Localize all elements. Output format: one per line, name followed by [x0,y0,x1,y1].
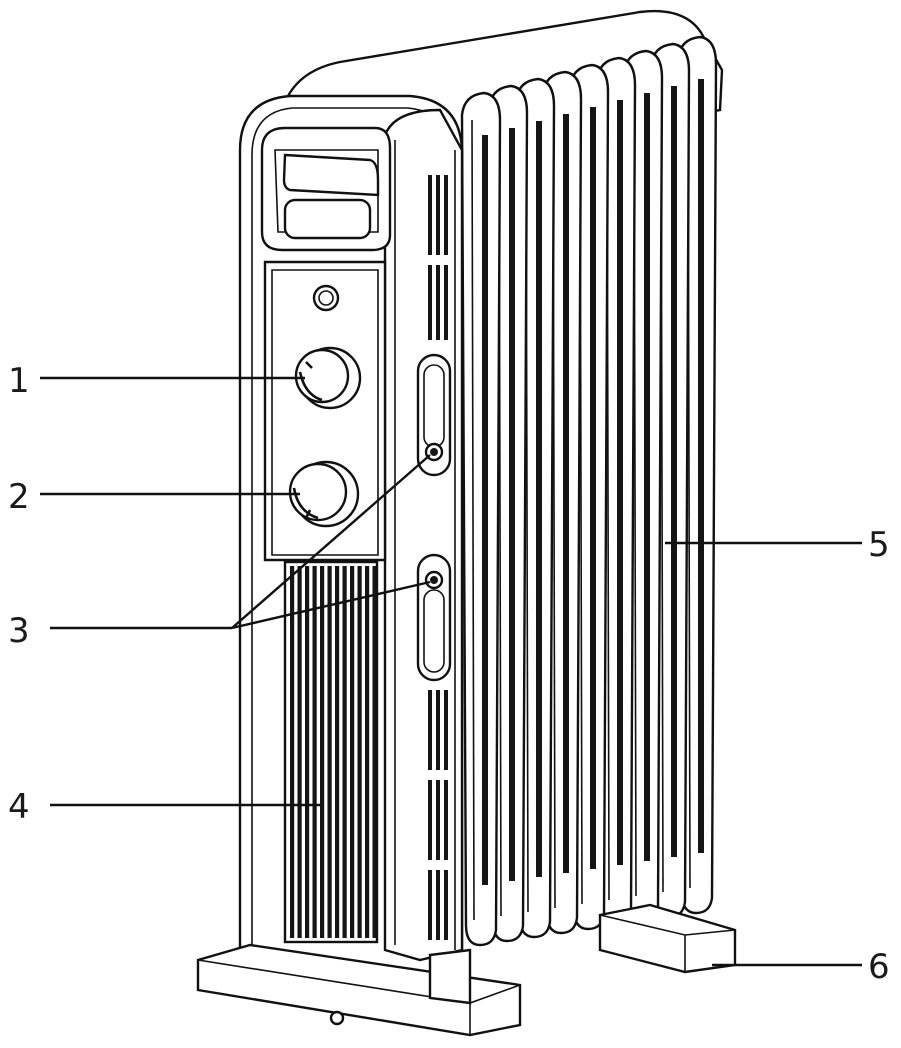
radiator-fins [284,10,724,947]
callout-4: 4 [8,787,30,827]
leader-3c [231,580,431,630]
callout-5: 5 [868,525,890,565]
leader-lines [40,376,862,967]
vent-slot [428,175,432,255]
vent-slot [428,780,432,860]
vent-slot [436,870,440,940]
callout-2: 2 [8,477,30,517]
grille-bar [357,566,362,938]
carry-handle [260,126,392,252]
grille-bar [297,566,302,938]
feet [196,903,737,1037]
side-vents [428,175,448,940]
grille-bar [365,566,370,938]
control-panel [263,260,387,562]
callouts: 1 2 3 4 5 6 [8,361,890,987]
radiator-fin [460,91,502,947]
grille-bar [320,566,325,938]
air-grille [283,560,379,944]
vent-slot [444,690,448,770]
vent-slot [428,265,432,340]
vent-slot [428,690,432,770]
grille-bar [327,566,332,938]
vent-slot [444,780,448,860]
vent-slot [436,265,440,340]
thermostat-knob [294,346,362,410]
grille-bar [335,566,340,938]
grille-bar [342,566,347,938]
vent-slot [444,870,448,940]
callout-3: 3 [8,611,30,651]
power-knob [288,460,360,528]
vent-slot [436,780,440,860]
callout-1: 1 [8,361,30,401]
vent-slot [444,175,448,255]
vent-slot [444,265,448,340]
grille-bar [290,566,295,938]
vent-slot [436,175,440,255]
leader-3b [231,454,431,629]
vent-slot [428,870,432,940]
indicator-light [312,284,340,312]
grille-bar [350,566,355,938]
callout-6: 6 [868,947,890,987]
vent-slot [436,690,440,770]
cable-holder-lower [416,553,452,682]
cable-holder-upper [416,353,452,477]
grille-bar [372,566,377,938]
grille-bar [305,566,310,938]
grille-bar [312,566,317,938]
